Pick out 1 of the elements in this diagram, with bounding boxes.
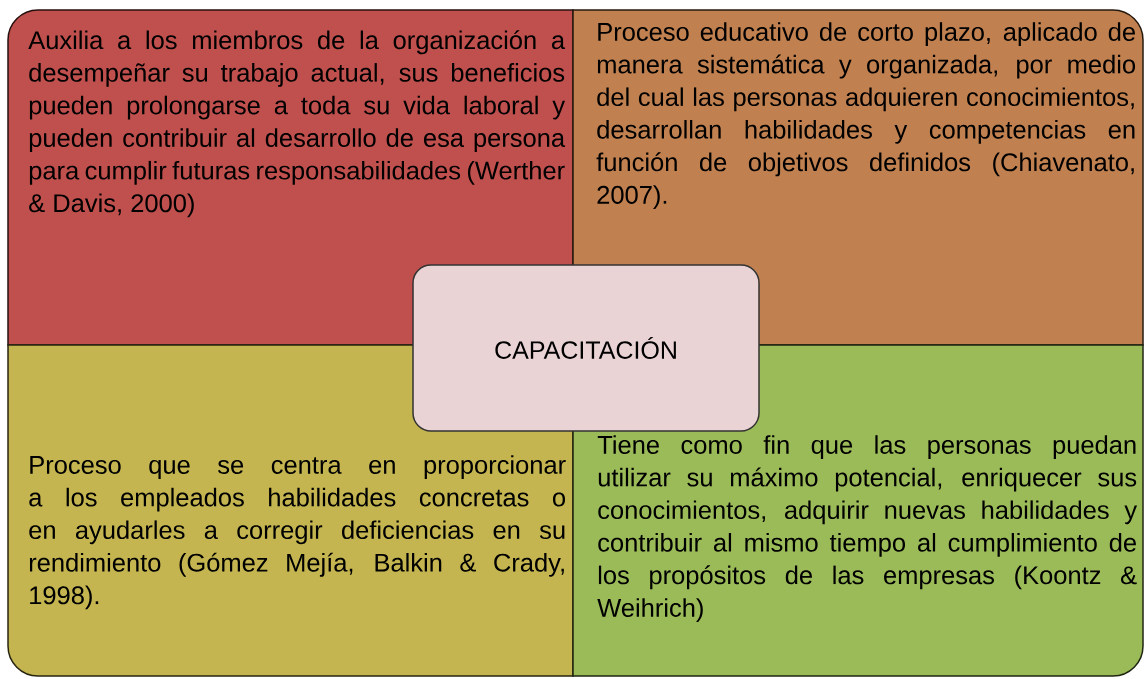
center-box: CAPACITACIÓN (412, 264, 760, 432)
